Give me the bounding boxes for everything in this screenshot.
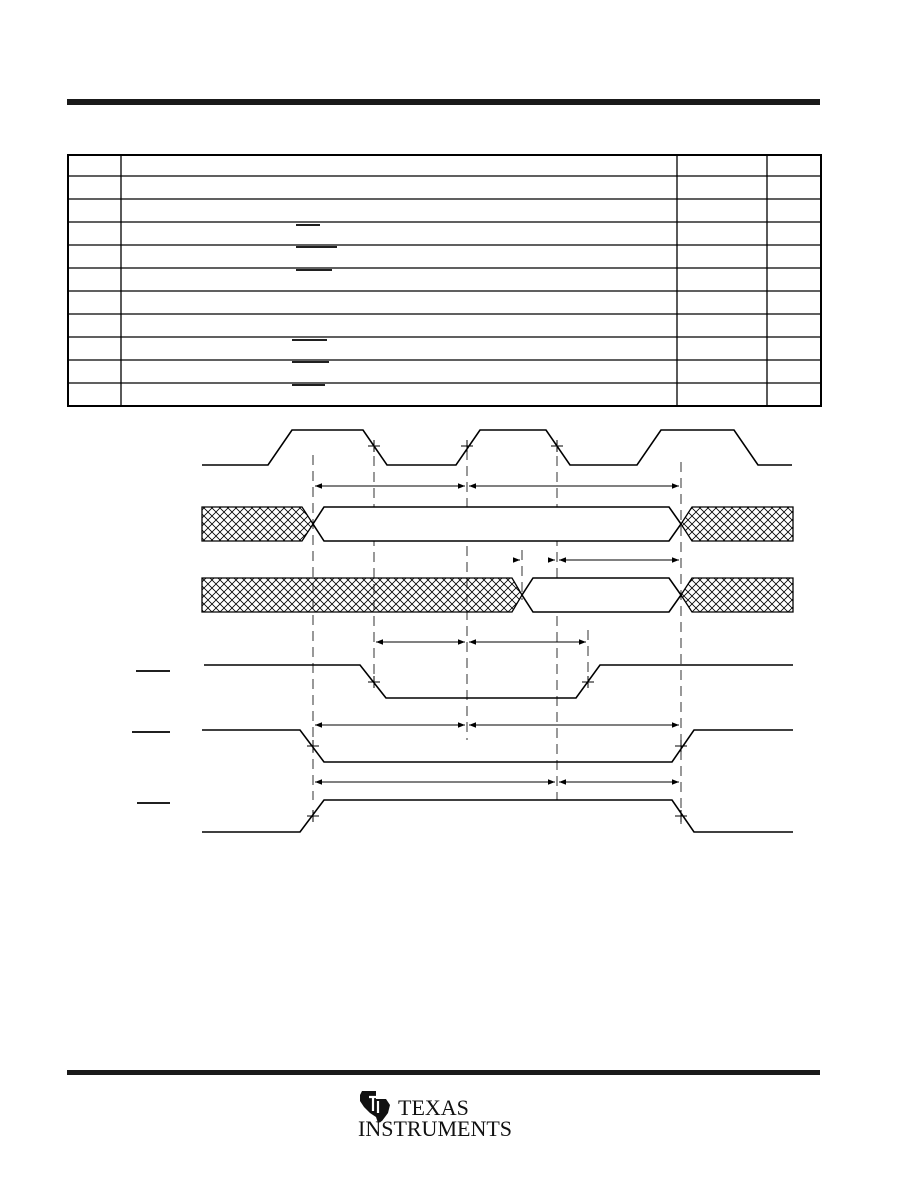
timing-table <box>67 154 822 407</box>
strobe-waveform-3 <box>202 799 793 833</box>
table-column-rules <box>120 155 768 406</box>
texas-instruments-logo: TEXAS INSTRUMENTS <box>356 1085 516 1141</box>
logo-text-line2: INSTRUMENTS <box>358 1116 513 1141</box>
data-bus <box>201 577 794 613</box>
clock-edge-ticks <box>368 440 563 452</box>
clock-waveform <box>202 429 792 466</box>
ti-state-icon <box>360 1091 390 1123</box>
table-overbars <box>292 224 337 386</box>
address-bus <box>201 506 794 542</box>
table-row-rules <box>68 175 821 384</box>
reference-lines <box>312 440 682 830</box>
strobe-waveform-1 <box>204 664 793 699</box>
timing-arrows <box>315 483 679 785</box>
strobe-waveform-2 <box>202 729 793 763</box>
top-rule <box>67 99 820 105</box>
bottom-rule <box>67 1070 820 1075</box>
logo-text-line1: TEXAS <box>398 1095 469 1120</box>
signal-label-overbars <box>132 670 170 804</box>
